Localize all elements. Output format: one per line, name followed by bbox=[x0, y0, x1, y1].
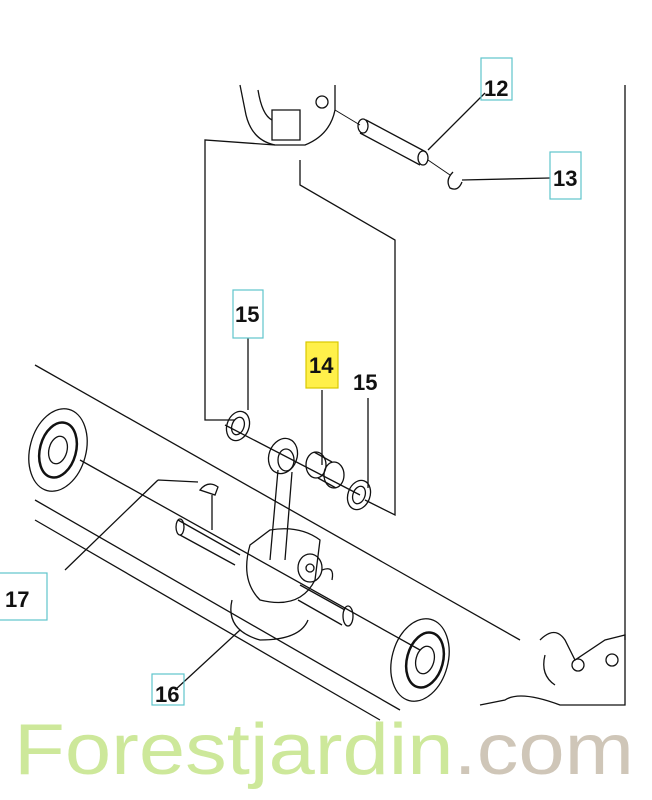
connecting-rod bbox=[267, 437, 299, 561]
piston-pin bbox=[357, 118, 429, 166]
callout-13-box bbox=[549, 151, 582, 200]
callout-13[interactable]: 13 bbox=[553, 166, 577, 191]
callout-17[interactable]: 17 bbox=[5, 587, 29, 612]
callout-16-box bbox=[151, 673, 185, 706]
callout-15-left-box bbox=[232, 289, 264, 339]
callout-12-box bbox=[480, 57, 513, 101]
callout-15-left[interactable]: 15 bbox=[235, 302, 259, 327]
ball-bearing-right bbox=[390, 618, 450, 702]
callout-14-box bbox=[305, 341, 339, 389]
ball-bearing-left bbox=[28, 408, 88, 492]
circlip bbox=[447, 171, 463, 190]
watermark: Forestjardin.com bbox=[14, 710, 634, 790]
thrust-washer-left bbox=[225, 410, 251, 442]
callout-17-box bbox=[0, 572, 48, 621]
needle-bearing bbox=[305, 451, 345, 489]
callout-15-right[interactable]: 15 bbox=[353, 370, 377, 395]
thrust-washer-right bbox=[346, 479, 372, 511]
callout-14[interactable]: 14 bbox=[309, 353, 334, 378]
cylinder bbox=[239, 84, 336, 146]
crankcase bbox=[479, 631, 626, 706]
crankshaft bbox=[175, 518, 354, 641]
callout-12[interactable]: 12 bbox=[484, 76, 508, 101]
woodruff-key bbox=[198, 483, 219, 496]
callout-16[interactable]: 16 bbox=[155, 682, 179, 707]
